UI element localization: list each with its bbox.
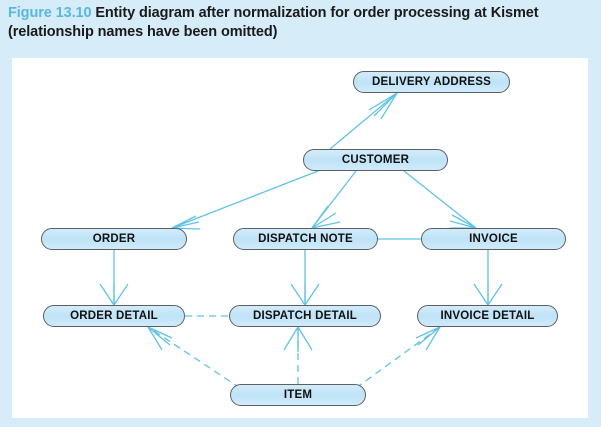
crowfoot-order-detail xyxy=(99,283,129,306)
entity-label: DISPATCH DETAIL xyxy=(253,310,357,322)
crowfoot-dispatch-detail xyxy=(290,283,320,306)
entity-label: ORDER DETAIL xyxy=(70,310,158,322)
entity-label: DELIVERY ADDRESS xyxy=(371,76,492,88)
figure-caption: Figure 13.10 Entity diagram after normal… xyxy=(8,4,588,43)
entity-label: CUSTOMER xyxy=(341,154,410,166)
crowfoot-delivery-address xyxy=(368,92,398,120)
crowfoot-order-detail-item xyxy=(147,326,173,351)
figure-number: Figure 13.10 xyxy=(8,5,92,21)
entity-label: DISPATCH NOTE xyxy=(258,233,353,245)
entity-label: ITEM xyxy=(283,389,313,401)
crowfoot-dispatch-detail-item xyxy=(283,326,313,352)
entity-invoice-detail[interactable]: INVOICE DETAIL xyxy=(417,305,558,327)
connector-item-order-detail xyxy=(147,326,241,389)
entity-order[interactable]: ORDER xyxy=(41,228,187,250)
crowfoot-invoice-detail-item xyxy=(415,326,441,351)
entity-dispatch-detail[interactable]: DISPATCH DETAIL xyxy=(229,305,381,327)
connector-item-invoice-detail xyxy=(355,326,441,389)
entity-invoice[interactable]: INVOICE xyxy=(421,228,566,250)
connector-layer xyxy=(99,92,503,389)
connector-customer-order xyxy=(171,170,319,229)
entity-dispatch-note[interactable]: DISPATCH NOTE xyxy=(233,228,378,250)
entity-customer[interactable]: CUSTOMER xyxy=(303,149,448,171)
crowfoot-dispatch-note xyxy=(311,205,341,229)
entity-order-detail[interactable]: ORDER DETAIL xyxy=(43,305,185,327)
entity-label: INVOICE DETAIL xyxy=(440,310,535,322)
entity-delivery-address[interactable]: DELIVERY ADDRESS xyxy=(353,71,510,93)
connector-customer-invoice xyxy=(403,170,477,229)
entity-label: INVOICE xyxy=(469,233,518,245)
crowfoot-invoice-detail xyxy=(473,283,503,306)
figure-caption-text: Entity diagram after normalization for o… xyxy=(8,5,539,41)
entity-item[interactable]: ITEM xyxy=(230,384,366,406)
connector-customer-delivery-address xyxy=(329,92,398,150)
entity-label: ORDER xyxy=(92,233,136,245)
